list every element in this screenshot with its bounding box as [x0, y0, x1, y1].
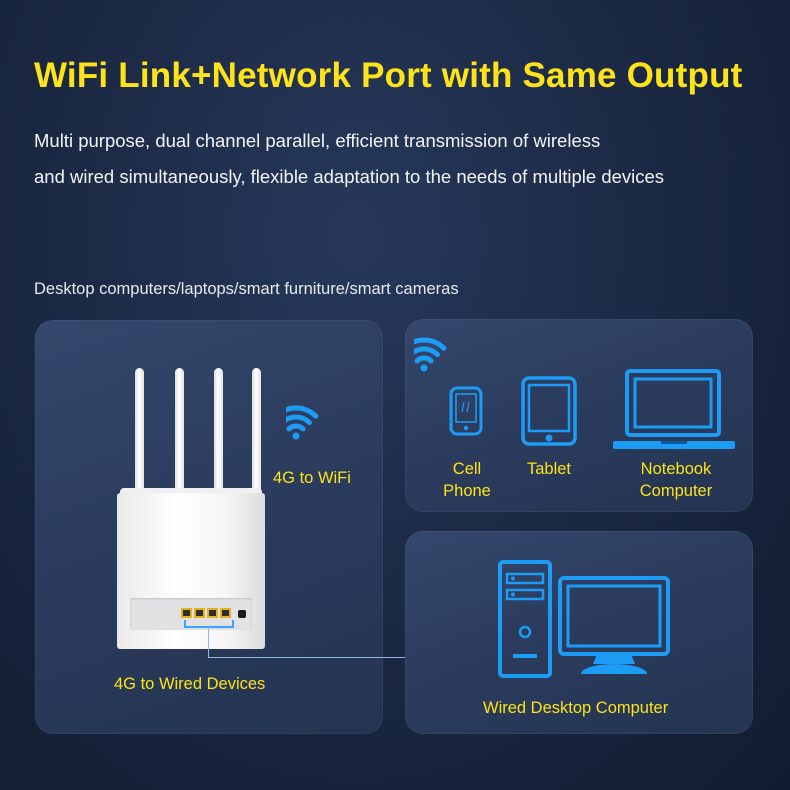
lan-port — [207, 608, 218, 618]
antenna — [252, 368, 261, 518]
wifi-icon — [286, 405, 319, 440]
wifi-icon — [414, 337, 447, 372]
lan-port — [220, 608, 231, 618]
antenna — [214, 368, 223, 518]
device-label-tablet: Tablet — [526, 460, 572, 478]
lan-port — [194, 608, 205, 618]
device-label-line: Computer — [639, 482, 713, 500]
subtitle-line-1: Multi purpose, dual channel parallel, ef… — [34, 130, 601, 151]
wifi-label: 4G to WiFi — [273, 469, 351, 487]
bracket-line — [232, 620, 234, 627]
power-port — [238, 610, 246, 618]
page-title: WiFi Link+Network Port with Same Output — [34, 56, 743, 95]
desktop-computer-icon — [498, 560, 670, 678]
cell-phone-icon — [449, 386, 483, 436]
device-label-line: Cell — [452, 460, 482, 478]
device-label-line: Phone — [443, 482, 491, 500]
device-label-cell-phone: Cell Phone — [441, 458, 493, 502]
wireless-devices-panel — [405, 319, 753, 512]
tablet-icon — [521, 376, 577, 446]
device-label-line: Notebook — [640, 460, 712, 478]
subtitle-line-2: and wired simultaneously, flexible adapt… — [34, 166, 665, 187]
antenna — [135, 368, 144, 518]
connection-line — [208, 657, 500, 658]
wired-desktop-label: Wired Desktop Computer — [483, 699, 669, 717]
antenna — [175, 368, 184, 518]
device-label-notebook: Notebook Computer — [630, 458, 722, 502]
wired-label: 4G to Wired Devices — [114, 675, 266, 693]
device-caption: Desktop computers/laptops/smart furnitur… — [34, 280, 459, 298]
router-top — [120, 488, 262, 496]
laptop-icon — [613, 369, 735, 449]
bracket-line — [184, 620, 186, 627]
connection-line — [208, 627, 209, 658]
bracket-line — [184, 626, 234, 628]
wired-device-panel — [405, 531, 753, 734]
lan-port — [181, 608, 192, 618]
